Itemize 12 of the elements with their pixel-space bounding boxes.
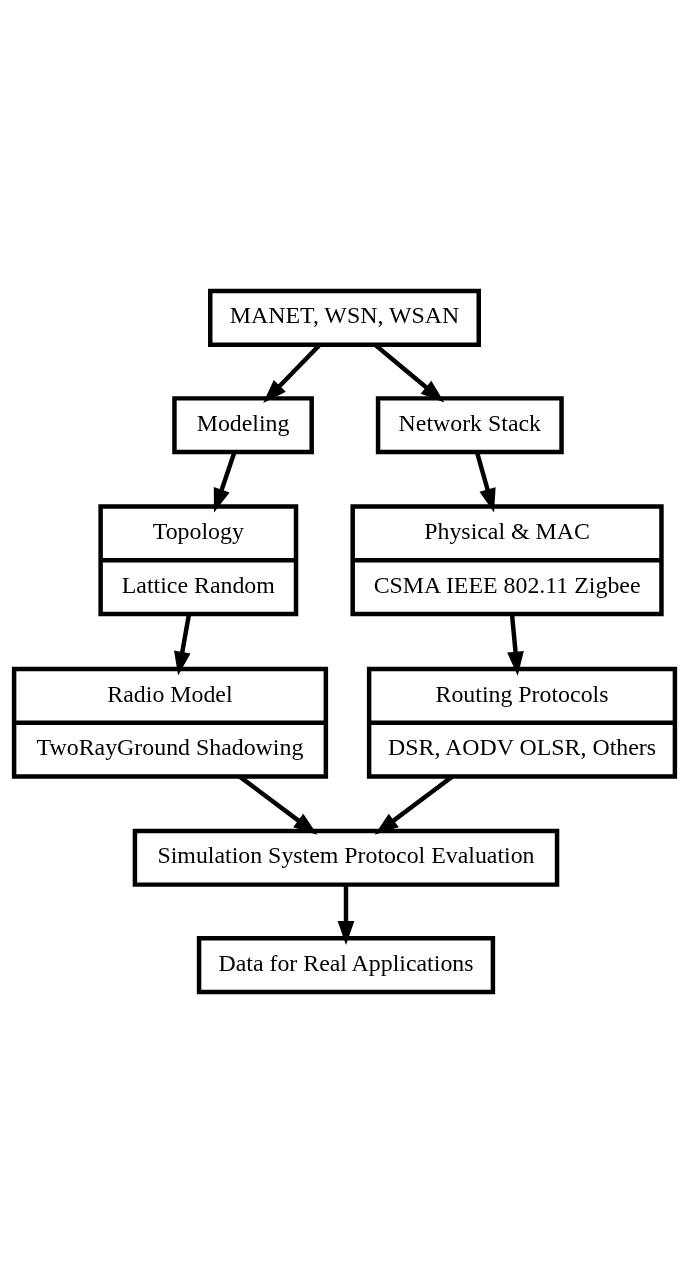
arrow xyxy=(174,613,192,676)
arrow xyxy=(238,775,318,835)
arrow xyxy=(374,775,454,835)
node-box: MANET, WSN, WSAN xyxy=(208,288,481,347)
arrow xyxy=(337,885,355,945)
arrow xyxy=(213,451,237,513)
node-box: Modeling xyxy=(172,396,314,455)
node-box: Network Stack xyxy=(375,396,564,455)
arrow xyxy=(474,451,496,513)
arrow xyxy=(507,613,524,676)
node-box: Data for Real Applications xyxy=(196,936,496,995)
node-box: Simulation System Protocol Evaluation xyxy=(132,828,560,887)
